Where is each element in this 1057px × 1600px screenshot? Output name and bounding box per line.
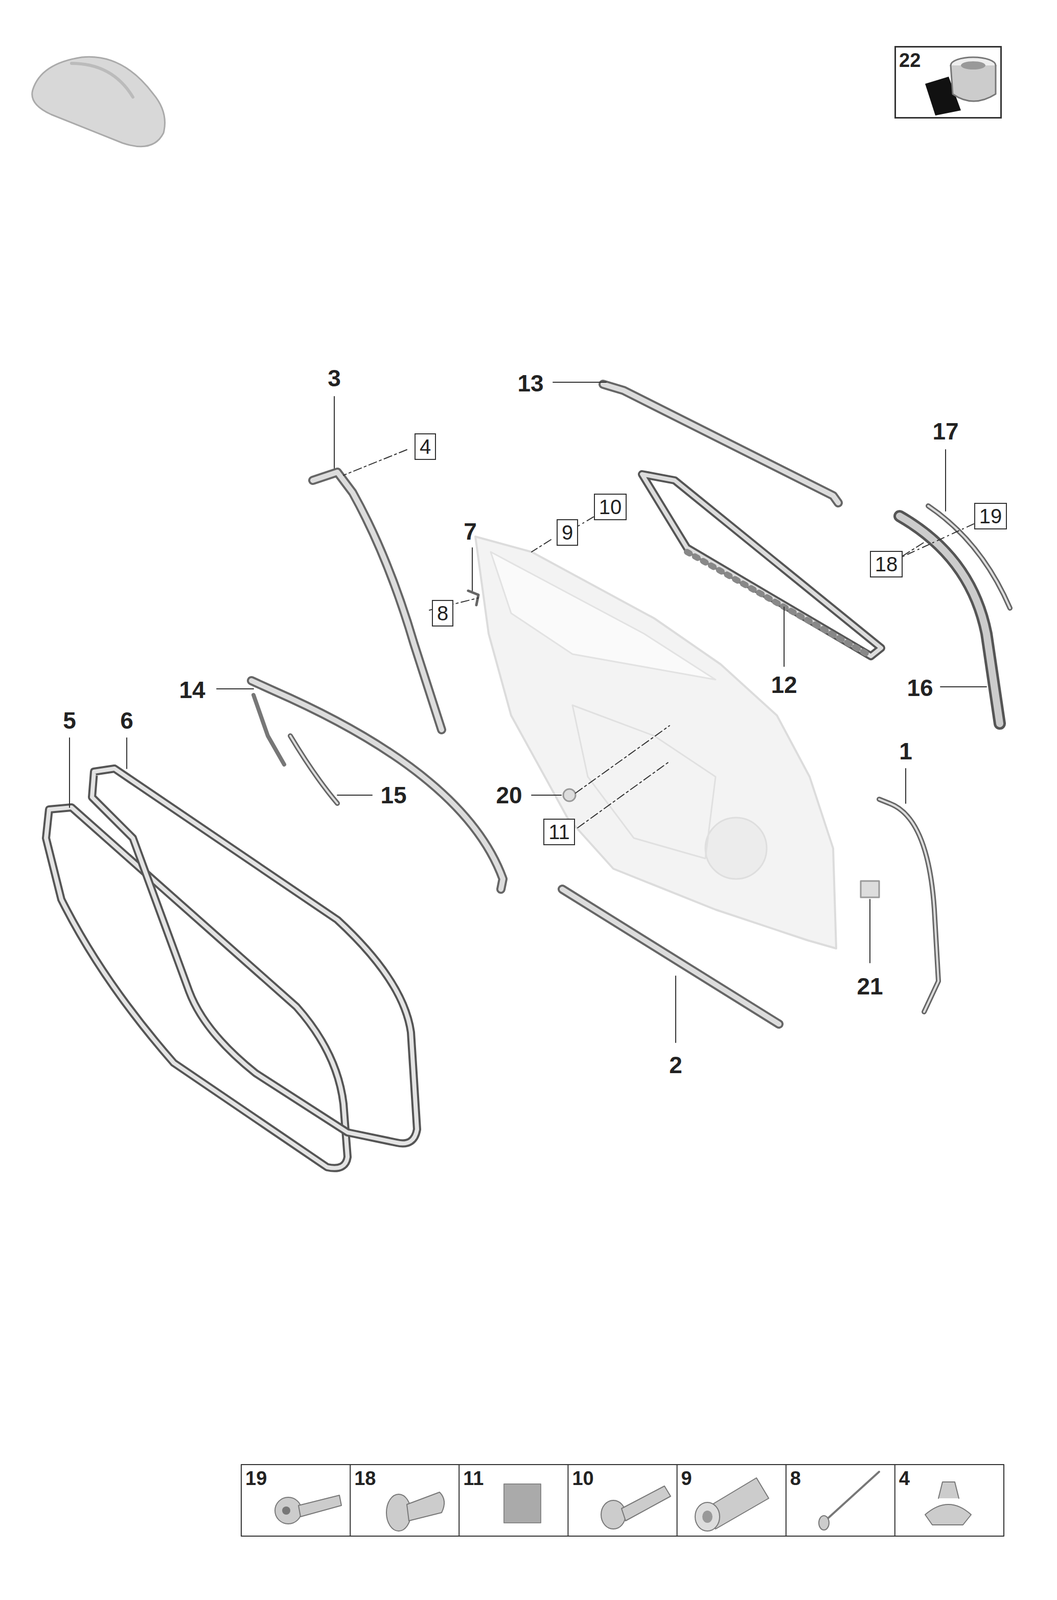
table-number: 18 [354,1468,376,1489]
callout-number: 4 [419,436,431,457]
callout-number: 17 [932,419,959,444]
callout-number: 16 [906,676,933,700]
callout-number: 2 [669,1053,683,1077]
callout-number: 11 [548,821,570,843]
callout-box: 11 [543,818,576,846]
table-number: 11 [463,1468,484,1489]
kit-box: 22 [894,46,1002,119]
callout-box: 18 [869,550,904,578]
callout-number: 21 [856,974,883,999]
callout-number: 13 [517,371,544,396]
callout-number: 3 [327,366,341,390]
callout-number: 5 [62,708,77,733]
table-number: 8 [790,1468,801,1489]
leader-line [902,523,975,557]
callout-number: 20 [495,783,522,808]
callout-number: 18 [875,554,899,575]
table-number: 9 [681,1468,693,1489]
callout-box: 19 [974,502,1008,530]
callout-box: 8 [431,600,454,627]
callout-number: 7 [463,519,477,544]
callout-number: 9 [561,522,573,543]
table-number: 10 [571,1468,594,1489]
callout-box: 4 [414,433,436,461]
callout-number: 10 [599,496,623,518]
callout-number: 6 [120,708,134,733]
callout-box: 10 [593,493,628,521]
table-number: 4 [899,1468,910,1489]
callout-box: 9 [556,519,579,546]
callout-number: 22 [899,50,998,71]
table-number: 19 [245,1468,267,1489]
leader-line [578,516,594,526]
callout-number: 8 [437,603,449,624]
callout-number: 1 [899,739,913,764]
callout-number: 14 [178,678,205,702]
callout-number: 12 [770,673,797,697]
callout-number: 15 [380,783,407,808]
callout-number: 19 [979,506,1003,527]
